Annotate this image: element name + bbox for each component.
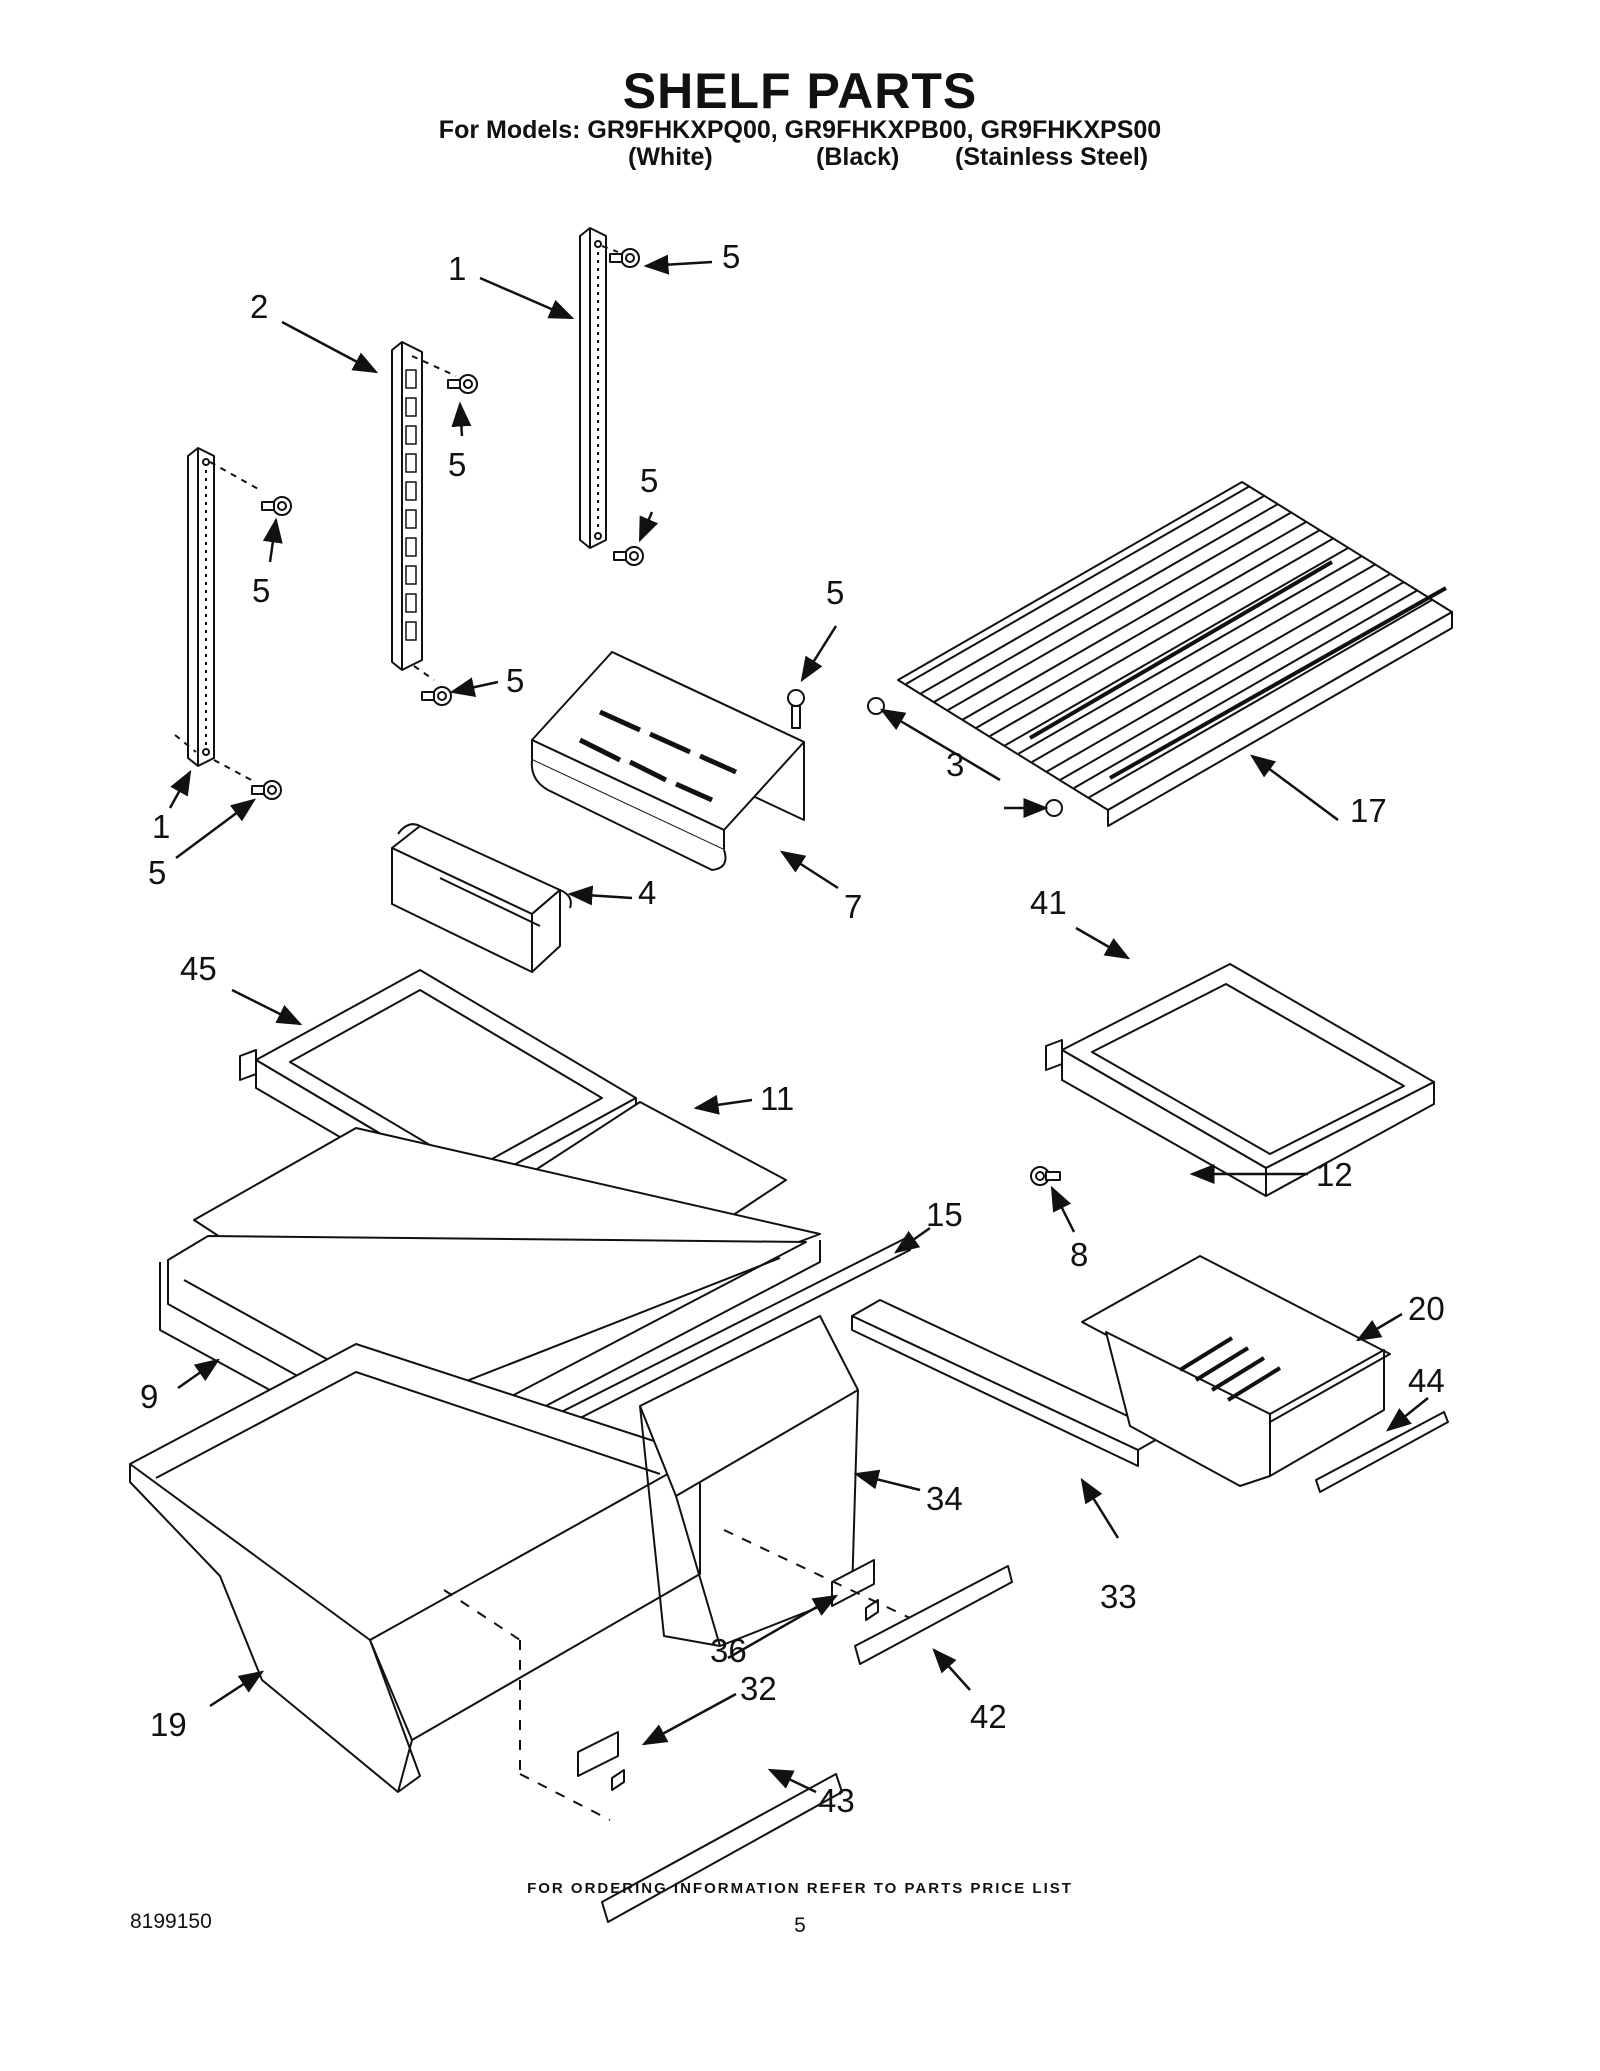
- wire-shelf: [867, 481, 1453, 827]
- callout-9: 9: [140, 1378, 158, 1415]
- door-bin: [391, 823, 572, 973]
- bracket-tray: [530, 651, 805, 871]
- variant-stainless: (Stainless Steel): [955, 143, 1149, 171]
- callout-1-lower: 1: [152, 808, 170, 845]
- rail-middle: [391, 341, 457, 681]
- callout-19: 19: [150, 1706, 187, 1743]
- callout-2: 2: [250, 288, 268, 325]
- variant-black: (Black): [816, 143, 900, 171]
- callout-5-tray: 5: [826, 574, 844, 611]
- screws: [251, 248, 1061, 1186]
- callout-11: 11: [760, 1080, 794, 1117]
- variant-white: (White): [628, 143, 713, 171]
- callout-5-middle-rail: 5: [448, 446, 466, 483]
- leader-arrows: [168, 254, 1429, 1794]
- callout-33: 33: [1100, 1578, 1137, 1615]
- callout-36: 36: [710, 1632, 747, 1669]
- callout-17: 17: [1350, 792, 1387, 829]
- assembly-lines: [443, 1529, 911, 1821]
- rail-left: [174, 447, 261, 783]
- callout-15: 15: [926, 1196, 963, 1233]
- callout-5-middle-lower: 5: [506, 662, 524, 699]
- trim-strips: [601, 1411, 1449, 1923]
- document-number: 8199150: [130, 1910, 212, 1933]
- page-title: SHELF PARTS: [622, 63, 978, 119]
- page-number: 5: [794, 1914, 806, 1937]
- models-line: For Models: GR9FHKXPQ00, GR9FHKXPB00, GR…: [438, 116, 1162, 144]
- callout-41: 41: [1030, 884, 1067, 921]
- callout-7: 7: [844, 888, 862, 925]
- callouts: 1 5 2 5 5 5 5 5 1 5 3 17 4 7 41 45 11 12…: [140, 238, 1445, 1819]
- callout-32: 32: [740, 1670, 777, 1707]
- callout-3: 3: [946, 746, 964, 783]
- rail-right: [579, 227, 619, 549]
- callout-45: 45: [180, 950, 217, 987]
- clips: [577, 1559, 879, 1791]
- shelf-41: [1045, 963, 1435, 1197]
- callout-1-upper: 1: [448, 250, 466, 287]
- callout-43: 43: [818, 1782, 855, 1819]
- callout-5-top-right: 5: [722, 238, 740, 275]
- callout-44: 44: [1408, 1362, 1445, 1399]
- callout-5-left-rail: 5: [252, 572, 270, 609]
- drawer-20: [1081, 1255, 1391, 1487]
- callout-42: 42: [970, 1698, 1007, 1735]
- callout-4: 4: [638, 874, 656, 911]
- crisper-drawer-19: [129, 1343, 701, 1793]
- ordering-note: FOR ORDERING INFORMATION REFER TO PARTS …: [527, 1880, 1073, 1897]
- callout-12: 12: [1316, 1156, 1353, 1193]
- callout-8: 8: [1070, 1236, 1088, 1273]
- callout-5-right-rail-lower: 5: [640, 462, 658, 499]
- callout-20: 20: [1408, 1290, 1445, 1327]
- callout-5-left-lower: 5: [148, 854, 166, 891]
- callout-34: 34: [926, 1480, 963, 1517]
- crisper-drawer-34: [639, 1315, 859, 1647]
